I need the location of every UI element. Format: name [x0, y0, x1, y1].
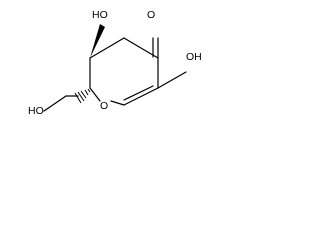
atom-label-oh-top: HO — [92, 9, 108, 21]
atom-label-ketone-o: O — [147, 9, 155, 21]
bond-c6-o1 — [110, 100, 125, 106]
bond-c3-c4 — [123, 37, 159, 59]
bond-o1-c2 — [89, 87, 101, 102]
bond-c5-c6-double-inner — [123, 85, 154, 101]
atom-label-oh-right: OH — [186, 51, 202, 63]
bond-ch2-oh — [43, 95, 67, 112]
bond-c5-c6-double — [123, 87, 159, 106]
hashed-bond-c2-ch2 — [74, 88, 91, 104]
molecule-structure-diagram: HO O OH O HO — [28, 9, 202, 117]
bond-c2top-c3 — [89, 37, 125, 59]
bond-c5-oh — [157, 71, 187, 89]
wedge-bond-c3-oh — [90, 24, 105, 58]
atom-label-ring-o: O — [100, 100, 108, 112]
atom-label-oh-left: HO — [28, 105, 44, 117]
